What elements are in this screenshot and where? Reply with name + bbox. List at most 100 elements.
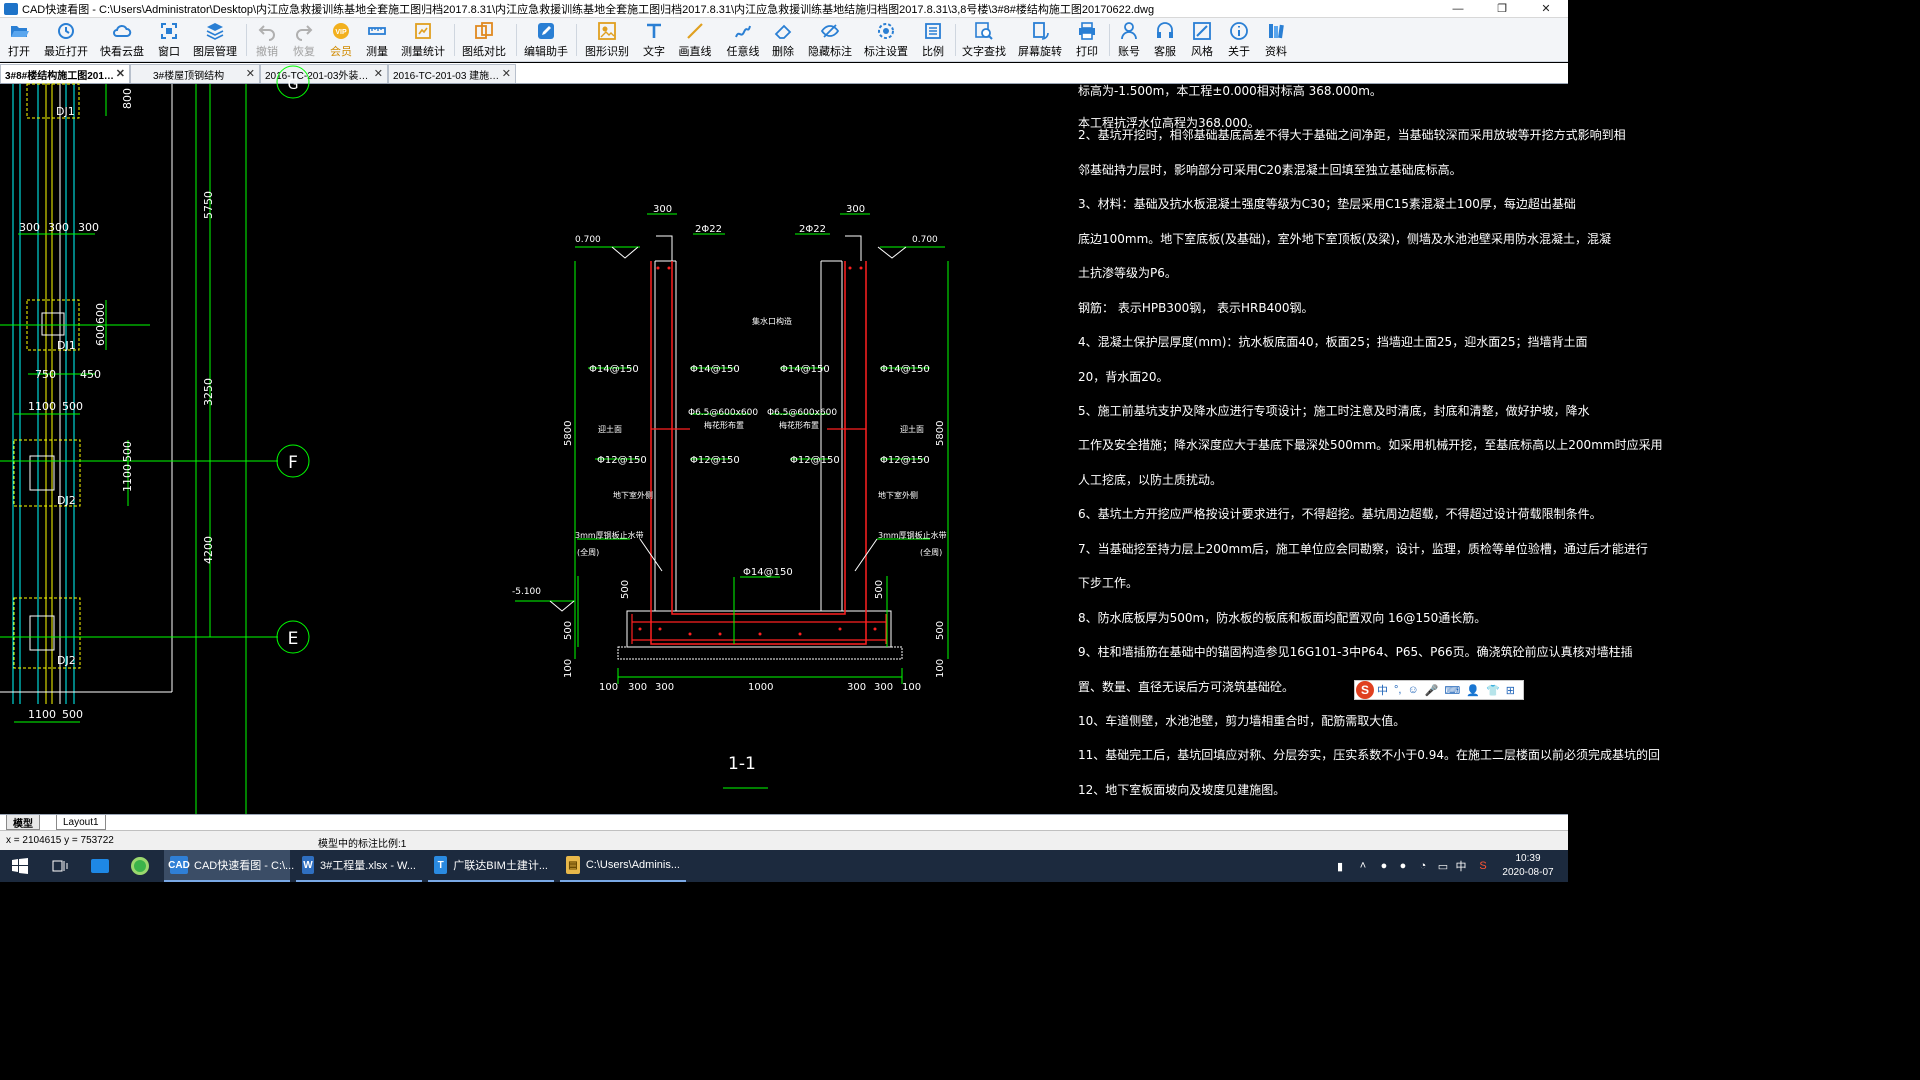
rebar-label: Φ14@150 xyxy=(780,364,830,375)
style-button[interactable]: 风格 xyxy=(1189,20,1215,60)
ime-voice-icon[interactable]: 🎤 xyxy=(1424,684,1439,697)
measure-stats-button[interactable]: 测量统计 xyxy=(401,20,445,60)
battery-icon[interactable]: ▮ xyxy=(1336,860,1344,873)
start-button[interactable] xyxy=(8,850,32,882)
rebar-label: Φ14@150 xyxy=(880,364,930,375)
dim-300-a: 300 xyxy=(19,221,40,234)
tray-app-icon[interactable]: ● xyxy=(1380,860,1388,872)
rotate-screen-button[interactable]: 屏幕旋转 xyxy=(1018,20,1062,60)
measure-button[interactable]: 测量 xyxy=(364,20,390,60)
freehand-icon xyxy=(735,25,751,38)
sogou-tray-icon[interactable]: S xyxy=(1479,860,1487,872)
ime-punctuation[interactable]: °, xyxy=(1394,684,1402,696)
tray-ime-indicator[interactable]: 中 xyxy=(1455,861,1467,873)
cloud-icon xyxy=(113,24,132,37)
vip-member-button[interactable]: VIP 会员 xyxy=(328,20,354,60)
window-fit-button[interactable]: 窗口 xyxy=(156,20,182,60)
about-button[interactable]: 关于 xyxy=(1226,20,1252,60)
display-icon[interactable]: ▭ xyxy=(1437,860,1449,873)
top-bar-label: 2Φ22 xyxy=(695,224,722,235)
note-line: 钢筋： 表示HPB300钢， 表示HRB400钢。 xyxy=(1078,301,1314,315)
close-tab-icon[interactable]: ✕ xyxy=(501,68,511,80)
open-button[interactable]: 打开 xyxy=(4,20,34,60)
tab-architecture[interactable]: 2016-TC-201-03 建施…✕ xyxy=(388,64,516,83)
window-title: CAD快速看图 - C:\Users\Administrator\Desktop… xyxy=(22,3,1155,16)
printer-icon xyxy=(1079,22,1095,40)
close-tab-icon[interactable]: ✕ xyxy=(245,68,255,80)
tab-model[interactable]: 模型 xyxy=(6,815,40,830)
delete-button[interactable]: 删除 xyxy=(770,20,796,60)
layer-manager-button[interactable]: 图层管理 xyxy=(193,20,237,60)
taskbar-app-explorer[interactable]: ▤ C:\Users\Adminis... xyxy=(560,850,686,882)
tab-3-8-structure[interactable]: 3#8#楼结构施工图201…✕ xyxy=(0,64,130,83)
close-tab-icon[interactable]: ✕ xyxy=(373,68,383,80)
recent-open-button[interactable]: 最近打开 xyxy=(44,20,88,60)
vip-badge-icon: VIP xyxy=(333,23,349,39)
ime-chinese-mode[interactable]: 中 xyxy=(1377,685,1388,697)
restore-button[interactable]: ❐ xyxy=(1497,3,1507,15)
ime-toolbar[interactable]: S 中 °, ☺ 🎤 ⌨ 👤 👕 ⊞ xyxy=(1354,680,1524,700)
height-dim-label: 5800 xyxy=(935,421,946,446)
minimize-button[interactable]: — xyxy=(1452,2,1464,15)
tab-roof-steel[interactable]: 3#楼屋顶钢结构✕ xyxy=(130,64,260,83)
taskbar-pinned-app[interactable] xyxy=(88,850,112,882)
close-button[interactable]: ✕ xyxy=(1541,3,1551,15)
chevron-up-icon[interactable]: ˄ xyxy=(1359,860,1367,872)
toolbar-separator xyxy=(955,24,956,56)
close-tab-icon[interactable]: ✕ xyxy=(115,68,125,80)
edit-assistant-button[interactable]: 编辑助手 xyxy=(524,20,568,60)
note-line: 9、柱和墙插筋在基础中的锚固构造参见16G101-3中P64、P65、P66页。… xyxy=(1078,645,1633,659)
draw-line-button[interactable]: 画直线 xyxy=(678,20,712,60)
edit-assistant-icon xyxy=(538,23,554,39)
wps-app-icon: W xyxy=(302,856,315,874)
ime-skin-icon[interactable]: 👕 xyxy=(1486,684,1500,697)
taskbar-app-excel[interactable]: W 3#工程量.xlsx - W... xyxy=(296,850,422,882)
taskbar-app-cad[interactable]: CAD CAD快速看图 - C:\... xyxy=(164,850,294,882)
notification-icon[interactable]: ● xyxy=(1399,860,1407,872)
pier-label: DJ1 xyxy=(57,339,76,352)
text-tool-button[interactable]: 文字 xyxy=(641,20,667,60)
plan-axis-bubbles: F E G xyxy=(276,65,310,654)
shape-recognize-button[interactable]: 图形识别 xyxy=(585,20,629,60)
compare-drawings-button[interactable]: 图纸对比 xyxy=(462,20,506,60)
customer-service-button[interactable]: 客服 xyxy=(1152,20,1178,60)
ime-keyboard-icon[interactable]: ⌨ xyxy=(1444,684,1461,697)
freehand-line-button[interactable]: 任意线 xyxy=(726,20,760,60)
redo-button[interactable]: 恢复 xyxy=(291,20,317,60)
books-icon xyxy=(1269,24,1284,39)
bottom-dim-label: 300 xyxy=(655,682,674,693)
note-line: 6、基坑土方开挖应严格按设计要求进行，不得超挖。基坑周边超载，不得超过设计荷载限… xyxy=(1078,507,1602,521)
account-button[interactable]: 账号 xyxy=(1116,20,1142,60)
taskbar-pinned-browser[interactable] xyxy=(128,850,152,882)
task-view-button[interactable] xyxy=(48,850,72,882)
resources-button[interactable]: 资料 xyxy=(1263,20,1289,60)
drawing-canvas[interactable]: F E G 800 300 300 300 600 600 750 450 11… xyxy=(0,65,1663,814)
ime-toolbox-icon[interactable]: ⊞ xyxy=(1505,684,1515,697)
axis-bubble-G xyxy=(276,65,310,99)
scale-button[interactable]: 比例 xyxy=(920,20,946,60)
axis-label-E: E xyxy=(288,629,299,649)
network-icon[interactable]: ◔ xyxy=(1419,860,1427,872)
taskbar-app-glodon[interactable]: T 广联达BIM土建计... xyxy=(428,850,554,882)
note-line: 人工挖底，以防土质扰动。 xyxy=(1078,473,1223,487)
clock-date: 2020-08-07 xyxy=(1502,867,1554,878)
cloud-drive-button[interactable]: 快看云盘 xyxy=(100,20,144,60)
note-line: 置、数量、直径无误后方可浇筑基础砼。 xyxy=(1078,680,1295,694)
dim-1100-b: 1100 xyxy=(121,464,134,492)
undo-button[interactable]: 撤销 xyxy=(254,20,280,60)
plan-dimensions: 800 300 300 300 600 600 750 450 1100 500… xyxy=(19,88,215,721)
ime-user-icon[interactable]: 👤 xyxy=(1466,684,1480,697)
clock[interactable]: 10:39 2020-08-07 xyxy=(1498,852,1558,880)
layers-icon xyxy=(206,23,224,40)
tab-exterior-decoration[interactable]: 2016-TC-201-03外装…✕ xyxy=(260,64,388,83)
tab-layout1[interactable]: Layout1 xyxy=(56,815,106,830)
ime-emoji-icon[interactable]: ☺ xyxy=(1407,684,1419,696)
rebar-label: Φ12@150 xyxy=(880,455,930,466)
annotation-settings-button[interactable]: 标注设置 xyxy=(864,20,908,60)
cad-drawing[interactable]: F E G 800 300 300 300 600 600 750 450 11… xyxy=(0,65,1072,814)
text-search-button[interactable]: 文字查找 xyxy=(962,20,1006,60)
hide-annotations-button[interactable]: 隐藏标注 xyxy=(808,20,852,60)
print-button[interactable]: 打印 xyxy=(1074,20,1100,60)
compare-icon xyxy=(475,22,493,39)
elevation-label: 0.700 xyxy=(575,235,601,245)
